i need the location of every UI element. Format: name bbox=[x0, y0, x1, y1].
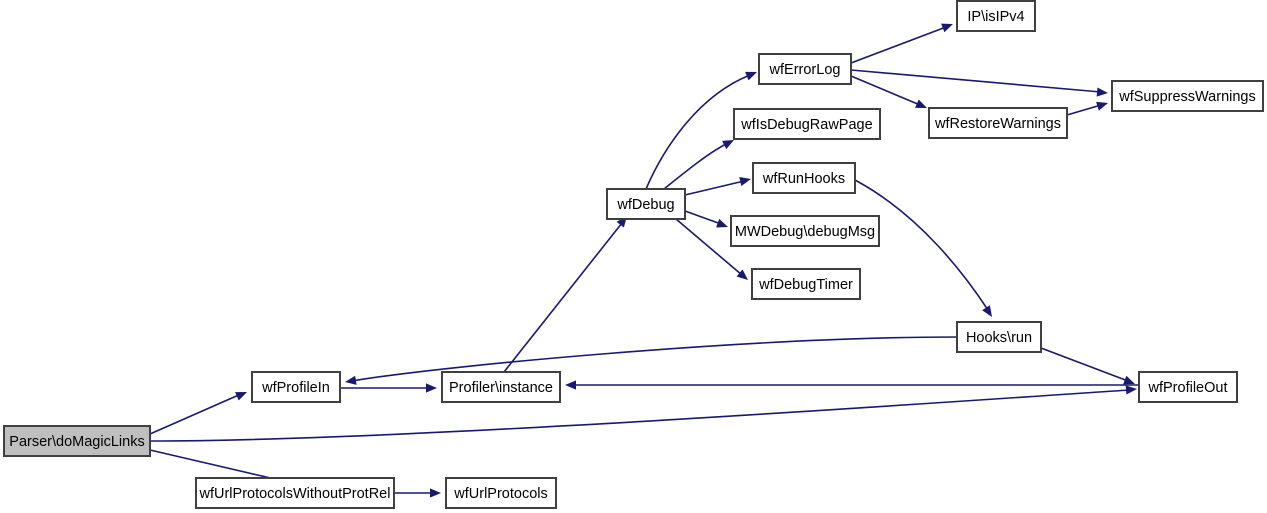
edges-layer bbox=[149, 23, 1139, 498]
node-box[interactable] bbox=[751, 268, 861, 300]
node-box[interactable] bbox=[1111, 80, 1264, 112]
edge-arrowhead bbox=[1125, 385, 1137, 395]
node-box[interactable] bbox=[441, 371, 561, 403]
node-box[interactable] bbox=[733, 108, 881, 140]
edge-wf-debug-to-mw-debug-msg bbox=[684, 210, 728, 228]
node-box[interactable] bbox=[251, 371, 341, 403]
node-wf-debug[interactable]: wfDebug bbox=[606, 188, 686, 220]
nodes-layer: Parser\doMagicLinks wfProfileIn wfUrlProto… bbox=[3, 0, 1264, 509]
edge-arrowhead bbox=[426, 383, 437, 393]
node-wf-is-debug-raw-page[interactable]: wfIsDebugRawPage bbox=[733, 108, 881, 140]
edge-arrowhead bbox=[1096, 87, 1108, 97]
edge-wf-debug-to-wf-run-hooks bbox=[684, 176, 751, 196]
edge-wf-run-hooks-to-hooks-run bbox=[854, 179, 992, 317]
node-wf-run-hooks[interactable]: wfRunHooks bbox=[752, 162, 856, 194]
node-box[interactable] bbox=[1138, 371, 1238, 403]
node-wf-url-protocols[interactable]: wfUrlProtocols bbox=[445, 477, 557, 509]
node-label: wfErrorLog bbox=[769, 62, 841, 78]
node-box[interactable] bbox=[752, 162, 856, 194]
node-label: wfProfileOut bbox=[1148, 380, 1228, 396]
node-label: wfSuppressWarnings bbox=[1118, 89, 1255, 105]
node-box[interactable] bbox=[3, 425, 151, 457]
edge-arrowhead bbox=[941, 23, 953, 33]
edge-hooks-run-to-wf-profile-in bbox=[345, 336, 958, 385]
edge-wf-error-log-to-wf-suppress-warn bbox=[850, 69, 1108, 97]
node-wf-error-log[interactable]: wfErrorLog bbox=[758, 53, 852, 85]
node-box[interactable] bbox=[606, 188, 686, 220]
edge-arrowhead bbox=[716, 218, 728, 228]
edge-do-magic-links-to-wf-profile-in bbox=[149, 392, 247, 435]
node-box[interactable] bbox=[956, 0, 1036, 32]
node-box[interactable] bbox=[928, 107, 1068, 139]
edge-wf-error-log-to-wf-restore-warn bbox=[850, 75, 927, 108]
edge-arrowhead bbox=[1096, 101, 1108, 111]
edge-arrowhead bbox=[736, 269, 748, 280]
edge-do-magic-links-to-wf-profile-out bbox=[149, 385, 1137, 442]
edge-arrowhead bbox=[565, 380, 576, 390]
node-label: MWDebug\debugMsg bbox=[735, 224, 875, 240]
node-label: Profiler\instance bbox=[449, 380, 553, 396]
node-ip-is-ipv4[interactable]: IP\isIPv4 bbox=[956, 0, 1036, 32]
edge-arrowhead bbox=[745, 71, 757, 81]
edge-arrowhead bbox=[722, 140, 734, 150]
node-parser-do-magic-links[interactable]: Parser\doMagicLinks bbox=[3, 425, 151, 457]
node-profiler-instance[interactable]: Profiler\instance bbox=[441, 371, 561, 403]
edge-arrowhead bbox=[430, 488, 441, 498]
node-label: wfDebug bbox=[616, 197, 674, 213]
node-label: Parser\doMagicLinks bbox=[9, 434, 144, 450]
edge-arrowhead bbox=[345, 375, 357, 385]
node-wf-debug-timer[interactable]: wfDebugTimer bbox=[751, 268, 861, 300]
edge-wf-error-log-to-ip-is-ipv4 bbox=[850, 23, 953, 64]
node-wf-profile-out[interactable]: wfProfileOut bbox=[1138, 371, 1238, 403]
edge-wf-debug-to-wf-debug-timer bbox=[675, 218, 748, 280]
edge-arrowhead bbox=[739, 176, 751, 186]
edge-wf-debug-to-wf-is-debug-raw bbox=[663, 140, 734, 190]
edge-profiler-inst-to-wf-debug bbox=[503, 216, 627, 373]
node-label: Hooks\run bbox=[966, 330, 1032, 346]
edge-wf-url-prot-wpr-to-wf-url-protocols bbox=[394, 488, 441, 498]
node-label: wfProfileIn bbox=[261, 380, 330, 396]
node-wf-suppress-warnings[interactable]: wfSuppressWarnings bbox=[1111, 80, 1264, 112]
node-label: wfUrlProtocolsWithoutProtRel bbox=[199, 486, 391, 502]
node-label: wfRestoreWarnings bbox=[934, 116, 1061, 132]
node-label: wfRunHooks bbox=[762, 171, 845, 187]
edge-arrowhead bbox=[915, 99, 927, 108]
edge-wf-profile-in-to-profiler-inst bbox=[340, 383, 437, 393]
node-box[interactable] bbox=[730, 215, 880, 247]
node-mwdebug-debug-msg[interactable]: MWDebug\debugMsg bbox=[730, 215, 880, 247]
node-label: wfIsDebugRawPage bbox=[740, 117, 872, 133]
node-hooks-run[interactable]: Hooks\run bbox=[956, 321, 1042, 353]
node-box[interactable] bbox=[956, 321, 1042, 353]
node-wf-profile-in[interactable]: wfProfileIn bbox=[251, 371, 341, 403]
node-box[interactable] bbox=[195, 477, 395, 509]
node-label: wfUrlProtocols bbox=[453, 486, 547, 502]
edge-arrowhead bbox=[982, 305, 992, 317]
node-label: wfDebugTimer bbox=[758, 277, 853, 293]
edge-wf-restore-warn-to-wf-suppress-warn bbox=[1066, 101, 1108, 116]
edge-arrowhead bbox=[1123, 375, 1135, 385]
node-box[interactable] bbox=[758, 53, 852, 85]
edge-hooks-run-to-wf-profile-out bbox=[1040, 347, 1135, 385]
node-wf-restore-warnings[interactable]: wfRestoreWarnings bbox=[928, 107, 1068, 139]
node-label: IP\isIPv4 bbox=[967, 9, 1024, 25]
edge-arrowhead bbox=[235, 392, 247, 401]
edge-wf-profile-out-to-profiler-inst bbox=[565, 380, 1139, 390]
node-box[interactable] bbox=[445, 477, 557, 509]
node-wf-url-protocols-without-prot-rel[interactable]: wfUrlProtocolsWithoutProtRel bbox=[195, 477, 395, 509]
edge-wf-debug-to-wf-error-log bbox=[645, 71, 757, 190]
